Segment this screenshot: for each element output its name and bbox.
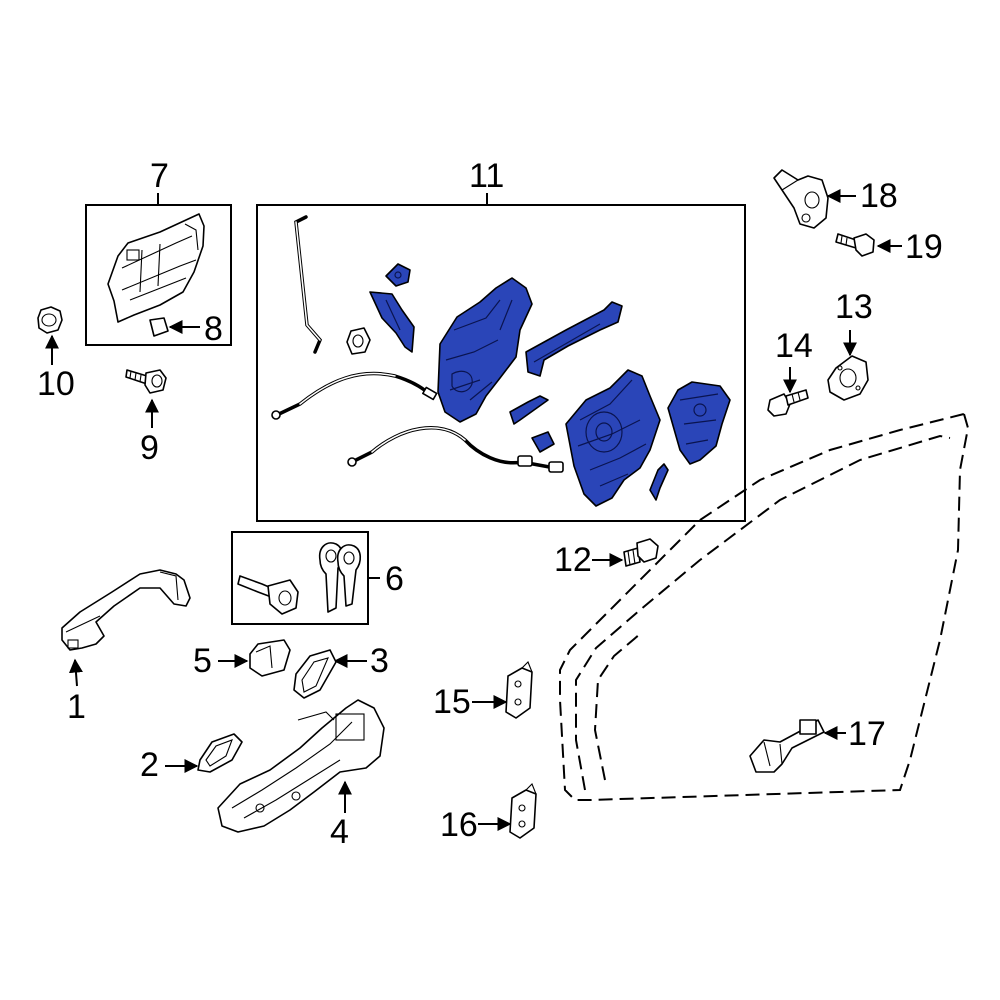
part-3-gasket — [293, 649, 337, 699]
callout-4: 4 — [330, 813, 349, 851]
part-9-bolt — [125, 369, 167, 394]
callout-5: 5 — [193, 642, 212, 680]
callout-arrows — [45, 189, 902, 831]
group-box-7 — [85, 193, 232, 346]
part-4-handle-bracket — [217, 699, 385, 833]
callout-13: 13 — [835, 288, 873, 326]
part-15-hinge — [505, 661, 533, 719]
callout-6: 6 — [385, 560, 404, 598]
callout-15: 15 — [433, 683, 471, 721]
group-box-11 — [256, 193, 746, 522]
part-19-bolt — [835, 233, 875, 257]
part-10-nut — [37, 306, 63, 334]
group-box-6 — [231, 531, 380, 625]
callout-16: 16 — [440, 806, 478, 844]
part-6-lock-cylinder-keys — [237, 542, 362, 615]
part-1-outer-handle — [61, 569, 191, 651]
callout-19: 19 — [905, 228, 943, 266]
part-13-striker-plate — [827, 355, 869, 401]
callout-2: 2 — [140, 746, 159, 784]
callout-7: 7 — [150, 157, 169, 195]
part-7-inner-handle — [107, 213, 205, 323]
callout-3: 3 — [370, 642, 389, 680]
part-2-gasket — [197, 733, 243, 773]
part-14-bolt — [767, 389, 809, 417]
part-18-door-switch — [773, 169, 829, 229]
callout-14: 14 — [775, 327, 813, 365]
part-12-screw — [623, 538, 659, 567]
callout-17: 17 — [848, 715, 886, 753]
part-17-door-check — [749, 719, 825, 773]
part-8-clip — [149, 317, 169, 337]
callout-8: 8 — [204, 310, 223, 348]
part-11-lock-assembly — [271, 215, 731, 507]
door-outline — [559, 413, 970, 801]
callout-1: 1 — [67, 688, 86, 726]
part-16-hinge — [509, 783, 537, 839]
part-5-cover — [249, 639, 291, 677]
callout-9: 9 — [140, 429, 159, 467]
callout-11: 11 — [469, 157, 504, 195]
callout-10: 10 — [37, 365, 75, 403]
callout-18: 18 — [860, 177, 898, 215]
callout-12: 12 — [554, 541, 592, 579]
